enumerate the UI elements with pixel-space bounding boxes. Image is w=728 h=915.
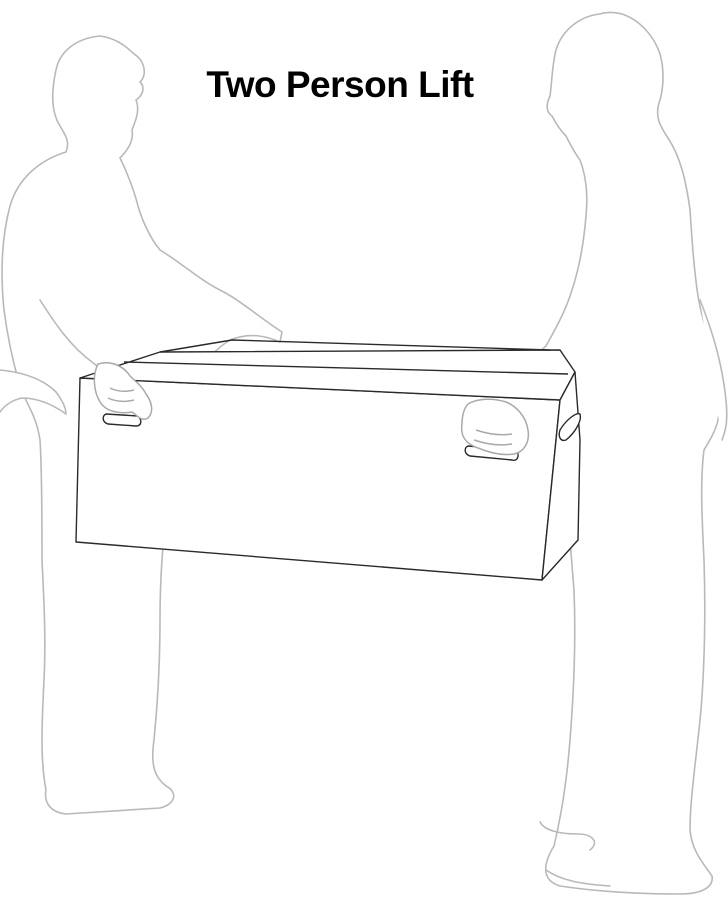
box-handle-slot-left	[103, 414, 141, 426]
diagram-title: Two Person Lift	[0, 64, 680, 106]
cardboard-box	[76, 340, 580, 580]
